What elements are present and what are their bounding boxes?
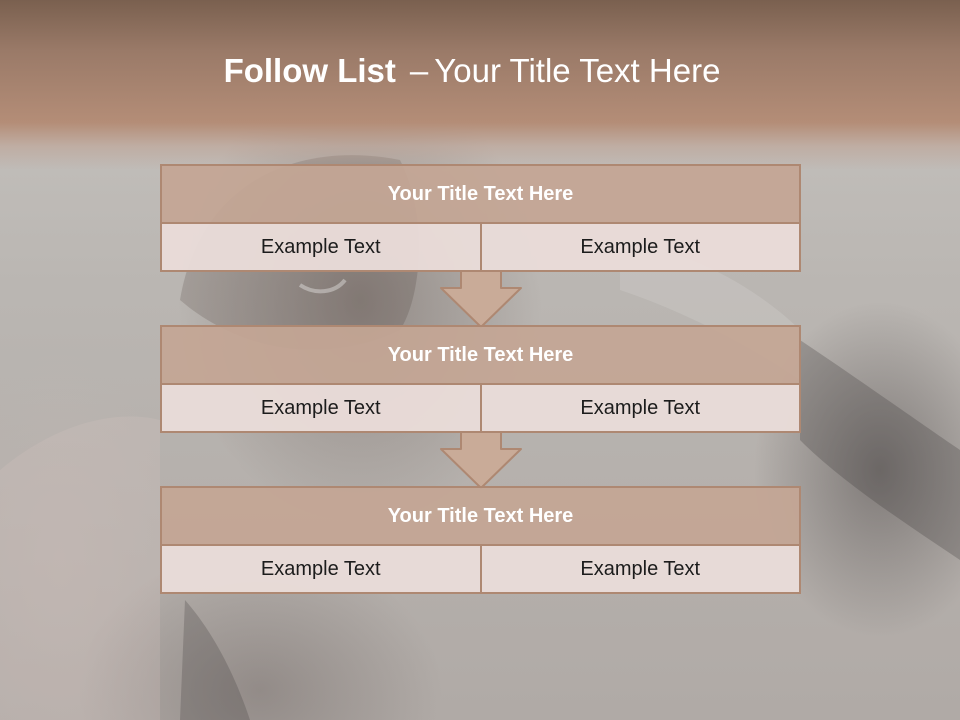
down-arrow-icon (440, 431, 522, 489)
step-row: Example Text Example Text (162, 224, 799, 270)
step-cell-right: Example Text (479, 385, 799, 431)
slide-title: Follow List–Your Title Text Here (0, 52, 944, 90)
title-bold: Follow List (223, 52, 396, 89)
step-box-1: Your Title Text Here Example Text Exampl… (160, 164, 801, 272)
step-cell-right: Example Text (479, 546, 799, 592)
header-band (0, 0, 960, 170)
step-cell-right: Example Text (479, 224, 799, 270)
step-title: Your Title Text Here (162, 166, 799, 224)
step-title: Your Title Text Here (162, 488, 799, 546)
title-separator: – (409, 52, 429, 89)
step-title: Your Title Text Here (162, 327, 799, 385)
title-rest: Your Title Text Here (434, 52, 721, 89)
step-row: Example Text Example Text (162, 546, 799, 592)
down-arrow-icon (440, 270, 522, 328)
step-box-3: Your Title Text Here Example Text Exampl… (160, 486, 801, 594)
step-cell-left: Example Text (162, 385, 480, 431)
step-cell-left: Example Text (162, 224, 480, 270)
step-box-2: Your Title Text Here Example Text Exampl… (160, 325, 801, 433)
step-row: Example Text Example Text (162, 385, 799, 431)
step-cell-left: Example Text (162, 546, 480, 592)
